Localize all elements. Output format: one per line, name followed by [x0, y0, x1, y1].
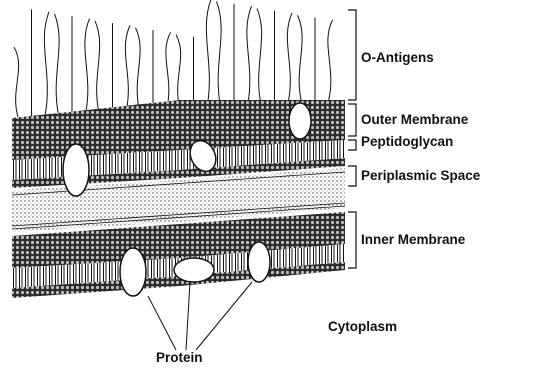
label-o-antigens: O-Antigens — [361, 51, 434, 65]
o-antigen-strand — [55, 14, 60, 115]
protein-inner-1 — [120, 248, 146, 296]
o-antigen-strand — [206, 0, 211, 107]
label-cytoplasm: Cytoplasm — [328, 320, 397, 334]
o-antigen-strand — [257, 8, 262, 104]
o-antigen-strand — [125, 25, 130, 111]
protein-outer-3 — [289, 103, 311, 139]
label-peptidoglycan: Peptidoglycan — [361, 135, 453, 149]
o-antigen-strand — [217, 1, 222, 106]
o-antigen-strand — [14, 47, 19, 117]
protein-inner-2 — [174, 258, 214, 282]
label-outer-membrane: Outer Membrane — [361, 113, 468, 127]
o-antigen-strand — [166, 32, 171, 109]
protein-outer-1 — [63, 144, 89, 196]
o-antigen-strand — [95, 21, 100, 113]
label-inner-membrane: Inner Membrane — [361, 233, 465, 247]
o-antigen-strand — [176, 35, 181, 109]
o-antigen-strand — [298, 15, 303, 102]
o-antigen-strands — [14, 0, 333, 117]
protein-pointers — [148, 282, 252, 350]
o-antigen-strand — [287, 13, 292, 103]
o-antigen-strand — [85, 19, 90, 114]
protein-inner-3 — [248, 242, 270, 282]
o-antigen-strand — [328, 20, 333, 101]
o-antigen-strand — [247, 6, 252, 105]
o-antigen-strand — [44, 12, 49, 116]
label-brackets — [348, 10, 356, 268]
o-antigen-strand — [136, 28, 141, 111]
label-protein: Protein — [156, 351, 203, 365]
label-periplasmic-space: Periplasmic Space — [361, 169, 480, 183]
